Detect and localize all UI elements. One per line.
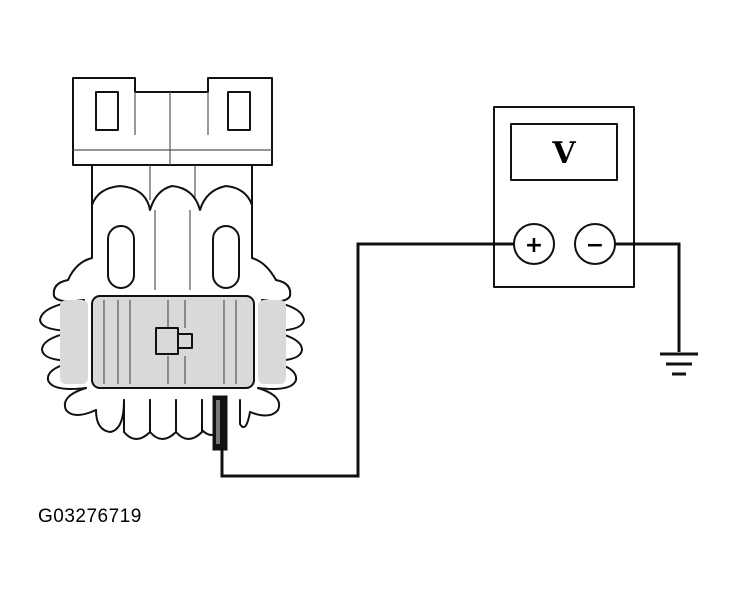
meter-display: [510, 123, 618, 181]
negative-terminal: −: [574, 223, 616, 265]
figure-id: G03276719: [38, 506, 142, 527]
positive-terminal-label: +: [525, 233, 543, 258]
positive-lead-wire: [220, 242, 514, 478]
voltmeter-icon: V + −: [493, 106, 635, 288]
ground-symbol-icon: [660, 352, 698, 376]
ground-lead-wire: [615, 242, 681, 352]
probe-icon: [212, 395, 228, 451]
meter-display-label: V: [551, 136, 576, 171]
negative-terminal-label: −: [586, 233, 604, 258]
positive-terminal: +: [513, 223, 555, 265]
sensor-connector-icon: [39, 77, 305, 440]
